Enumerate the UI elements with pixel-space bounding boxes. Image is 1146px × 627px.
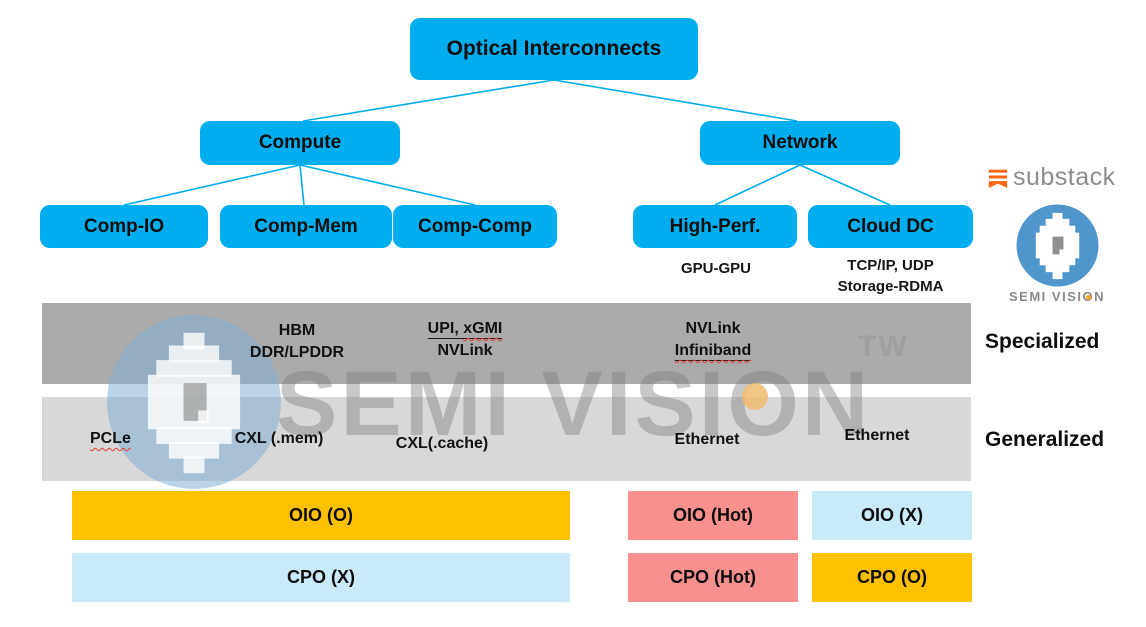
node-comp-comp: Comp-Comp bbox=[393, 205, 557, 248]
entry-text-misspelled: PCLe bbox=[90, 430, 131, 447]
generalized-entry-high-perf: Ethernet bbox=[674, 431, 740, 448]
node-label: Network bbox=[762, 132, 838, 153]
generalized-entry-comp-io: PCLe bbox=[90, 428, 180, 450]
generalized-row-label: Generalized bbox=[985, 428, 1105, 451]
caption-text: SEMI VISI bbox=[1009, 289, 1083, 304]
entry-line: DDR/LPDDR bbox=[249, 344, 345, 361]
generalized-entry-cloud-dc: Ethernet bbox=[844, 427, 910, 444]
node-label: Optical Interconnects bbox=[446, 37, 662, 60]
bar-label: CPO (X) bbox=[286, 567, 355, 587]
semi-vision-logo bbox=[1016, 204, 1099, 287]
node-network: Network bbox=[700, 121, 900, 165]
entry-line: NVLink bbox=[685, 320, 741, 337]
cloud-dc-sublabel: TCP/IP, UDP Storage-RDMA bbox=[808, 255, 973, 297]
bar-oio-compute: OIO (O) bbox=[72, 491, 570, 540]
node-comp-io: Comp-IO bbox=[40, 205, 208, 248]
caption-o-with-dot: O bbox=[1082, 289, 1095, 304]
node-label: High-Perf. bbox=[669, 215, 761, 237]
node-optical-interconnects: Optical Interconnects bbox=[410, 18, 698, 80]
bar-cpo-high-perf: CPO (Hot) bbox=[628, 553, 798, 602]
node-label: Comp-Comp bbox=[418, 215, 532, 237]
bar-cpo-compute: CPO (X) bbox=[72, 553, 570, 602]
bar-cpo-cloud-dc: CPO (O) bbox=[812, 553, 972, 602]
substack-bookmark-icon bbox=[988, 169, 1008, 188]
node-label: Comp-Mem bbox=[254, 215, 358, 237]
cloud-dc-sublabel-line2: Storage-RDMA bbox=[837, 278, 944, 295]
entry-text: UPI, bbox=[427, 320, 464, 337]
bar-oio-high-perf: OIO (Hot) bbox=[628, 491, 798, 540]
caption-text: N bbox=[1094, 289, 1105, 304]
bar-label: CPO (Hot) bbox=[670, 567, 756, 587]
watermark-tw-text: TW bbox=[858, 330, 909, 363]
node-cloud-dc: Cloud DC bbox=[808, 205, 973, 248]
entry-line: UPI, xGMI bbox=[375, 318, 555, 340]
generalized-entry-comp-comp: CXL(.cache) bbox=[395, 435, 489, 452]
substack-logo: substack bbox=[988, 163, 1116, 192]
specialized-entry-comp-mem: HBM DDR/LPDDR bbox=[207, 320, 387, 364]
entry-line: Infiniband bbox=[623, 340, 803, 362]
entry-text-misspelled: xGMI bbox=[463, 320, 503, 337]
watermark-orange-dot bbox=[742, 383, 768, 410]
node-compute: Compute bbox=[200, 121, 400, 165]
specialized-row-label: Specialized bbox=[985, 330, 1100, 353]
semi-vision-watermark-text: SEMI VISION bbox=[276, 353, 872, 455]
generalized-entry-comp-mem: CXL (.mem) bbox=[234, 430, 324, 447]
bar-label: OIO (O) bbox=[289, 505, 353, 525]
entry-line: HBM bbox=[278, 322, 316, 339]
node-label: Compute bbox=[258, 132, 342, 153]
high-perf-sublabel: GPU-GPU bbox=[680, 260, 751, 277]
node-label: Comp-IO bbox=[83, 215, 165, 237]
bar-label: OIO (X) bbox=[861, 505, 923, 525]
specialized-entry-high-perf: NVLink Infiniband bbox=[623, 318, 803, 362]
bar-label: OIO (Hot) bbox=[673, 505, 753, 525]
node-high-perf: High-Perf. bbox=[633, 205, 797, 248]
bar-label: CPO (O) bbox=[857, 567, 927, 587]
substack-wordmark: substack bbox=[1013, 163, 1116, 191]
semi-vision-caption: SEMI VISION bbox=[1004, 289, 1110, 304]
node-comp-mem: Comp-Mem bbox=[220, 205, 392, 248]
semi-vision-watermark-logo bbox=[107, 315, 281, 489]
node-label: Cloud DC bbox=[847, 215, 934, 237]
entry-line: NVLink bbox=[437, 342, 493, 359]
entry-text-misspelled: Infiniband bbox=[674, 342, 752, 361]
specialized-entry-comp-comp: UPI, xGMI NVLink bbox=[375, 318, 555, 362]
cloud-dc-sublabel-line1: TCP/IP, UDP bbox=[847, 257, 934, 274]
bar-oio-cloud-dc: OIO (X) bbox=[812, 491, 972, 540]
